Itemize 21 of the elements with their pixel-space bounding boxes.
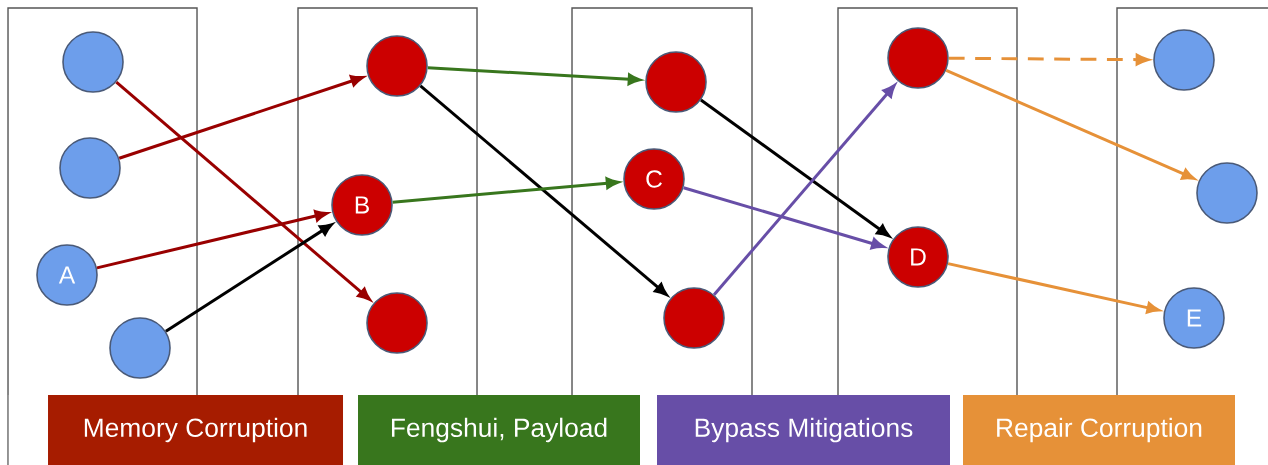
circle [663,287,725,349]
column-box [1116,7,1268,396]
circle [59,137,121,199]
column-box [571,7,753,396]
circle [366,292,428,354]
circle [887,27,949,89]
circle [1196,162,1258,224]
circle [62,31,124,93]
circle [366,35,428,97]
legend-box: Fengshui, Payload [358,395,640,465]
legend-box: Memory Corruption [48,395,343,465]
arrow [419,84,668,296]
column-box [837,7,1018,396]
arrow [392,177,620,204]
legend-box: Repair Corruption [963,395,1235,465]
circle [1153,29,1215,91]
column-box [297,7,478,396]
circle [109,317,171,379]
column-box [7,7,198,396]
legend-box: Bypass Mitigations [657,395,950,465]
circle [645,51,707,113]
